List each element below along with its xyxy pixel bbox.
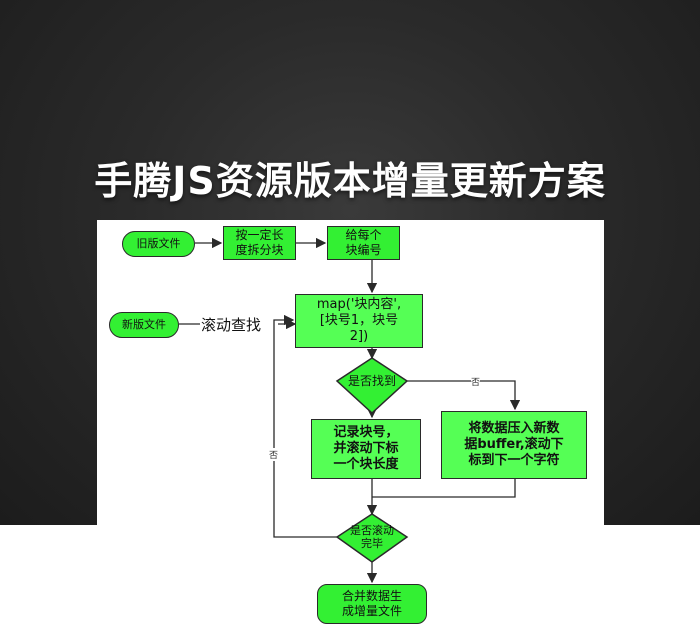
- old-file-node: 旧版文件: [122, 231, 195, 257]
- flowchart-panel: 旧版文件 按一定长 度拆分块 给每个 块编号 新版文件 滚动查找 map('块内…: [97, 220, 604, 632]
- split-blocks-node: 按一定长 度拆分块: [223, 226, 296, 260]
- new-file-node: 新版文件: [109, 312, 179, 338]
- edge-decision-to-push: [407, 380, 521, 411]
- edge-loop-back: [273, 314, 337, 538]
- slide-title: 手腾JS资源版本增量更新方案: [94, 159, 606, 203]
- found-decision-label: 是否找到: [347, 373, 396, 388]
- push-data-node: 将数据压入新数 据buffer,滚动下 标到下一个字符: [441, 411, 587, 479]
- scroll-done-diamond: [335, 513, 409, 563]
- no-label-right: 否: [471, 375, 481, 388]
- map-node: map('块内容', [块号1，块号 2]): [295, 294, 423, 348]
- number-blocks-node: 给每个 块编号: [327, 226, 400, 260]
- scroll-done-label: 是否滚动 完毕: [350, 523, 394, 550]
- merge-generate-node: 合并数据生 成增量文件: [317, 584, 427, 624]
- flowchart-connectors: [179, 237, 521, 584]
- found-decision-diamond: [335, 357, 409, 415]
- edge-push-down: [372, 479, 516, 498]
- no-label-left: 否: [269, 448, 279, 461]
- rolling-search-label: 滚动查找: [201, 314, 262, 335]
- record-block-node: 记录块号， 并滚动下标 一个块长度: [311, 419, 421, 479]
